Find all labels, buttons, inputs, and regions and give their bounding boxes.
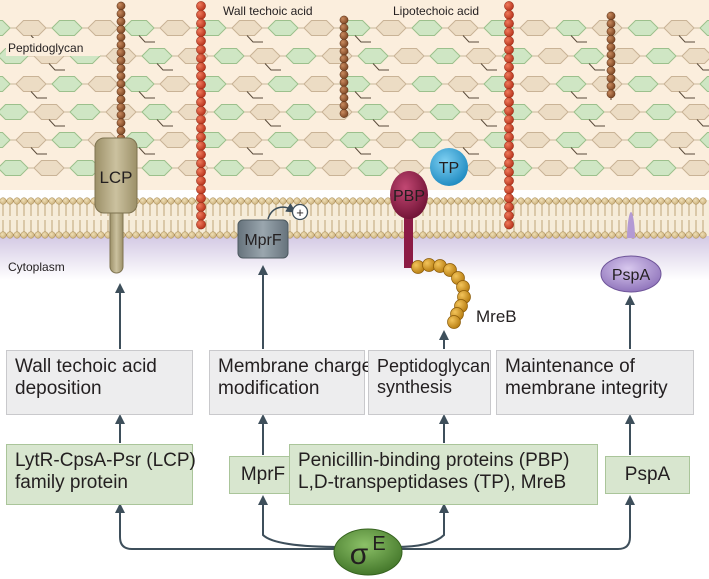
mprf-protein-label: MprF bbox=[244, 232, 282, 249]
function-box-line: Peptidoglycan bbox=[377, 356, 491, 376]
function-box-line: Wall techoic acid bbox=[15, 356, 157, 377]
pspa-label: PspA bbox=[612, 267, 651, 284]
sigma-superscript: E bbox=[372, 533, 385, 555]
pbp-complex: PBP TP MreB bbox=[390, 148, 517, 329]
function-box-line: synthesis bbox=[377, 377, 453, 398]
gene-box-line: MprF bbox=[240, 463, 286, 485]
function-box-line: modification bbox=[218, 378, 320, 400]
tp-protein bbox=[430, 148, 468, 186]
gene-box-line: Penicillin-binding proteins (PBP) bbox=[298, 450, 570, 471]
tp-label: TP bbox=[439, 160, 459, 177]
lipoteichoic-acid-label: Lipotechoic acid bbox=[393, 4, 479, 18]
sigma-e-factor: σ E bbox=[333, 528, 403, 576]
cytoplasm-label: Cytoplasm bbox=[8, 260, 65, 274]
function-box-line: membrane integrity bbox=[505, 378, 668, 400]
sigma-symbol: σ bbox=[350, 538, 369, 571]
lcp-protein-label: LCP bbox=[99, 168, 132, 187]
mreb-filament bbox=[411, 258, 471, 329]
gene-box-pbp: Penicillin-binding proteins (PBP) L,D-tr… bbox=[289, 444, 598, 505]
function-box-line: Maintenance of bbox=[505, 356, 635, 377]
peptidoglycan-label-bg bbox=[6, 38, 100, 56]
function-box-peptidoglycan-synthesis: Peptidoglycan synthesis bbox=[368, 350, 491, 415]
mprf-protein: MprF + bbox=[237, 203, 309, 259]
function-box-line: Membrane charge bbox=[218, 356, 373, 377]
function-box-membrane-charge: Membrane charge modification bbox=[209, 350, 373, 415]
pspa-protein: PspA bbox=[600, 212, 662, 293]
mreb-label: MreB bbox=[476, 307, 517, 326]
gene-box-pspa: PspA bbox=[605, 456, 690, 494]
function-box-line: deposition bbox=[15, 378, 102, 400]
lcp-protein: LCP bbox=[94, 137, 138, 274]
gene-box-line: family protein bbox=[15, 472, 128, 494]
gene-box-lcp: LytR-CpsA-Psr (LCP) family protein bbox=[6, 444, 196, 505]
plus-label: + bbox=[296, 205, 304, 220]
function-box-wta-deposition: Wall techoic acid deposition bbox=[6, 350, 193, 415]
peptidoglycan-label: Peptidoglycan bbox=[8, 41, 83, 55]
gene-box-line: PspA bbox=[624, 463, 671, 485]
gene-box-line: LytR-CpsA-Psr (LCP) bbox=[15, 450, 196, 471]
gene-box-mprf: MprF bbox=[229, 456, 297, 494]
arrows bbox=[115, 265, 635, 550]
teichoic-acid-chains bbox=[116, 1, 616, 230]
gene-box-line: L,D-transpeptidases (TP), MreB bbox=[298, 472, 567, 494]
function-box-membrane-integrity: Maintenance of membrane integrity bbox=[496, 350, 694, 415]
pbp-label: PBP bbox=[393, 188, 425, 205]
positive-charge-icon bbox=[291, 203, 309, 221]
wall-teichoic-acid-label: Wall techoic acid bbox=[223, 4, 313, 18]
